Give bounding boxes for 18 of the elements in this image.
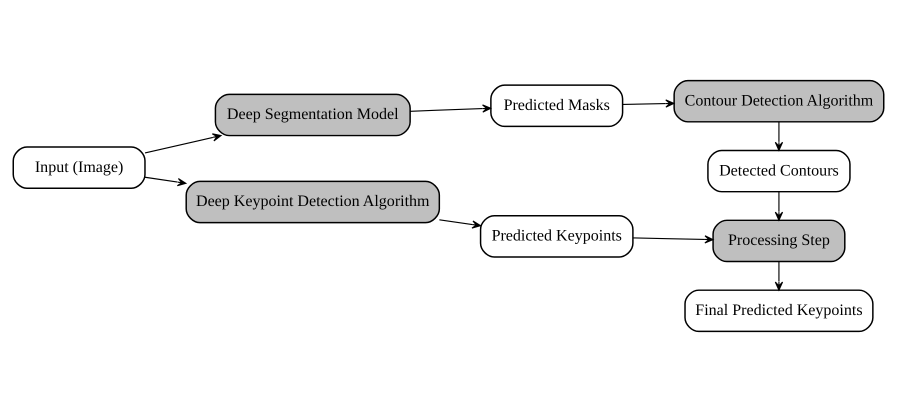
arrow [774,261,784,290]
arrow [439,218,481,228]
arrow [144,176,186,186]
arrow [622,98,674,108]
node-box: Predicted Masks [490,84,624,127]
arrow [410,104,492,112]
arrow [774,121,784,150]
node-box: Final Predicted Keypoints [684,288,874,332]
arrow [632,234,714,244]
arrow [144,132,222,153]
node-box: Detected Contours [707,149,851,192]
node-box: Contour Detection Algorithm [673,79,884,122]
node-box: Deep Keypoint Detection Algorithm [185,180,440,223]
node-box: Predicted Keypoints [480,214,634,258]
node-box: Deep Segmentation Model [214,93,411,136]
node-box: Input (Image) [12,146,146,188]
node-box: Processing Step [712,219,846,262]
arrow [774,191,784,220]
